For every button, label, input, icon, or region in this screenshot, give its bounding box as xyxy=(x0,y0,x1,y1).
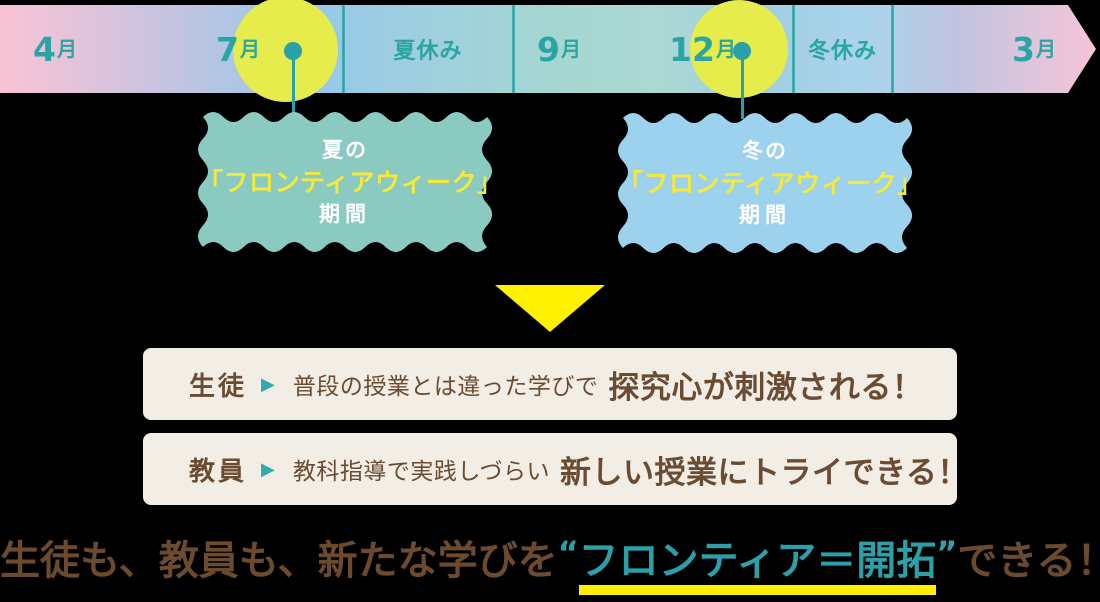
right-triangle-icon: ▶ xyxy=(261,373,275,395)
timeline-dividers xyxy=(342,5,894,93)
winter-callout-line3: 期間 xyxy=(739,202,791,227)
winter-marker-stem xyxy=(740,51,744,119)
summer-callout-line1: 夏の xyxy=(322,137,368,162)
month-july-unit: 月 xyxy=(239,37,260,61)
students-label: 生徒 xyxy=(189,371,248,402)
bottom-headline: 生徒も、教員も、新たな学びを“フロンティア＝開拓”できる！ xyxy=(0,534,1100,595)
summer-callout: 夏の 「フロンティアウィーク」 期間 xyxy=(198,112,503,252)
headline-pre-text: 生徒も、教員も、新たな学びを xyxy=(0,538,558,584)
month-december-number: 12 xyxy=(669,29,715,69)
winter-callout-wavy-border xyxy=(618,113,912,253)
winter-callout: 冬の 「フロンティアウィーク」 期間 xyxy=(618,113,923,253)
winter-break-label: 冬休み xyxy=(793,5,892,93)
teachers-lead-text: 教科指導で実践しづらい xyxy=(292,459,550,485)
headline-underline xyxy=(578,585,937,595)
summer-break-label: 夏休み xyxy=(343,5,513,93)
open-quote-mark: “ xyxy=(557,534,579,572)
down-arrow-icon xyxy=(495,285,605,332)
summer-marker-stem xyxy=(291,51,295,117)
students-emphasis-text: 探究心が刺激される！ xyxy=(608,369,924,406)
month-april-number: 4 xyxy=(33,29,56,69)
headline-highlight-text: フロンティア＝開拓 xyxy=(578,538,937,584)
month-july-number: 7 xyxy=(216,29,239,69)
benefit-row-students: 生徒 ▶ 普段の授業とは違った学びで 探究心が刺激される！ xyxy=(143,348,957,420)
month-april-unit: 月 xyxy=(56,37,77,61)
benefit-row-teachers: 教員 ▶ 教科指導で実践しづらい 新しい授業にトライできる！ xyxy=(143,433,968,505)
headline-highlight: フロンティア＝開拓 xyxy=(578,537,937,595)
month-september-unit: 月 xyxy=(560,37,581,61)
summer-callout-line3: 期間 xyxy=(319,201,371,226)
summer-callout-wavy-border xyxy=(198,112,492,252)
month-march-number: 3 xyxy=(1012,29,1035,69)
winter-callout-line1: 冬の xyxy=(742,138,788,163)
month-september-number: 9 xyxy=(537,29,560,69)
winter-callout-shape xyxy=(618,113,912,253)
month-march-unit: 月 xyxy=(1035,37,1056,61)
students-lead-text: 普段の授業とは違った学びで xyxy=(292,374,599,400)
summer-callout-shape xyxy=(198,112,492,252)
month-december-unit: 月 xyxy=(715,37,736,61)
summer-callout-title: 「フロンティアウィーク」 xyxy=(198,167,503,197)
right-triangle-icon: ▶ xyxy=(261,458,275,480)
winter-break-text: 冬休み xyxy=(807,39,877,64)
teachers-label: 教員 xyxy=(189,456,248,487)
teachers-emphasis-text: 新しい授業にトライできる！ xyxy=(559,454,969,491)
close-quote-mark: ” xyxy=(936,534,958,572)
headline-post-text: できる！ xyxy=(957,538,1100,584)
summer-break-text: 夏休み xyxy=(393,39,463,64)
winter-callout-title: 「フロンティアウィーク」 xyxy=(618,168,923,198)
